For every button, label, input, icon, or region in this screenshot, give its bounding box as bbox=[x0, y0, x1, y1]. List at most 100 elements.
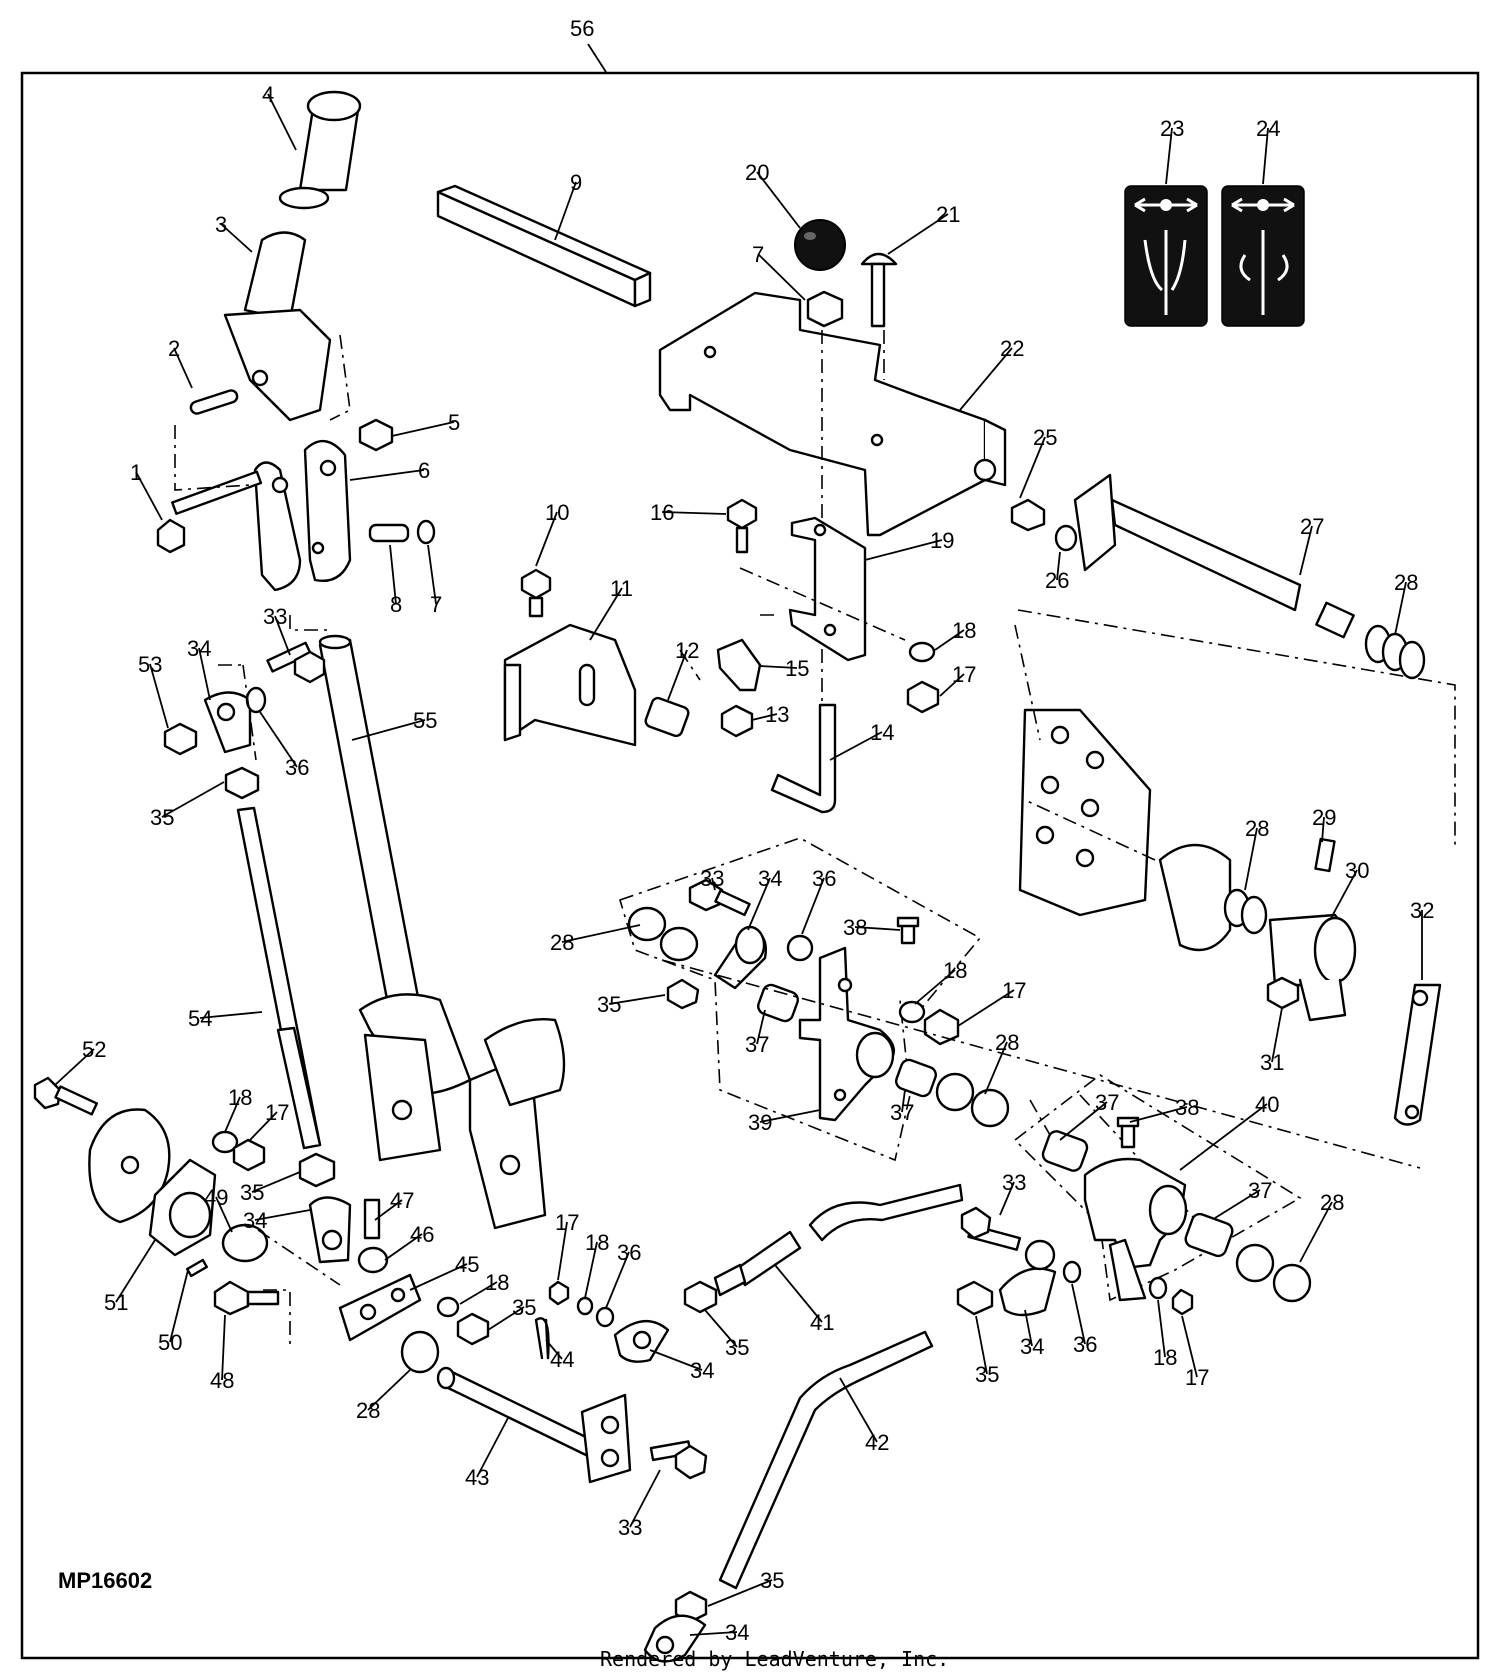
lock-washer bbox=[436, 1296, 460, 1318]
leader-line bbox=[939, 673, 965, 697]
leader-line bbox=[605, 1251, 630, 1309]
leader-line bbox=[756, 1009, 766, 1045]
callout-51: 51 bbox=[104, 1290, 128, 1315]
hex-nut bbox=[163, 722, 198, 756]
leader-line bbox=[854, 926, 901, 931]
callout-6: 6 bbox=[418, 458, 430, 483]
leader-line bbox=[1071, 1283, 1086, 1345]
leader-line bbox=[759, 665, 798, 669]
drawing-code: MP16602 bbox=[58, 1568, 152, 1593]
leader-line bbox=[367, 1369, 411, 1411]
lock-washer bbox=[1054, 524, 1078, 552]
bushing-part bbox=[1184, 1212, 1234, 1258]
leader-line bbox=[545, 1339, 563, 1360]
threaded-rod bbox=[236, 806, 322, 1150]
leader-line bbox=[1056, 551, 1061, 581]
flat-washer bbox=[357, 1246, 389, 1274]
lock-washer bbox=[1148, 1276, 1168, 1300]
knob-ball bbox=[794, 219, 846, 271]
hex-nut bbox=[906, 680, 940, 714]
leader-line bbox=[199, 1011, 263, 1019]
leader-line bbox=[584, 1241, 598, 1299]
washer-stack bbox=[1223, 888, 1268, 935]
rod-end bbox=[203, 691, 252, 754]
hex-nut bbox=[923, 1008, 960, 1046]
leader-line bbox=[608, 994, 666, 1005]
hex-bolt bbox=[649, 1440, 708, 1480]
leader-line bbox=[349, 469, 425, 481]
leader-line bbox=[1299, 525, 1313, 576]
lock-washer bbox=[908, 641, 936, 663]
hex-bolt bbox=[1010, 498, 1046, 532]
hex-bolt bbox=[33, 1076, 98, 1116]
grease-fitting bbox=[896, 916, 920, 945]
leader-line bbox=[1214, 1189, 1261, 1219]
leader-line bbox=[864, 539, 943, 561]
leader-line bbox=[374, 1199, 403, 1221]
callout-38: 38 bbox=[1175, 1095, 1199, 1120]
j-rod bbox=[770, 703, 837, 814]
carriage-bolt bbox=[860, 252, 898, 328]
callout-33: 33 bbox=[618, 1515, 642, 1540]
hex-nut bbox=[666, 978, 700, 1010]
leader-line bbox=[1179, 1103, 1268, 1171]
hex-bolt bbox=[213, 1280, 280, 1316]
leader-line bbox=[975, 1315, 988, 1375]
flat-washer bbox=[1062, 1260, 1082, 1284]
leader-line bbox=[459, 1281, 498, 1305]
connecting-rod bbox=[713, 1183, 964, 1297]
hex-bolt bbox=[266, 641, 326, 684]
callout-45: 45 bbox=[455, 1252, 479, 1277]
center-bracket bbox=[798, 946, 895, 1122]
bushing-part bbox=[644, 696, 690, 738]
leader-line bbox=[774, 1264, 823, 1323]
washer-stack bbox=[1235, 1243, 1312, 1303]
pivot-shaft bbox=[1073, 473, 1355, 639]
callout-31: 31 bbox=[1260, 1050, 1284, 1075]
rubber-bar bbox=[436, 184, 652, 308]
rod-end bbox=[713, 925, 767, 990]
washer-stack bbox=[935, 1072, 1010, 1128]
leader-line bbox=[221, 1314, 226, 1381]
hex-nut bbox=[224, 766, 260, 800]
hex-bolt bbox=[520, 568, 552, 618]
hex-nut bbox=[674, 1590, 708, 1624]
callout-56: 56 bbox=[570, 16, 594, 41]
callout-13: 13 bbox=[765, 702, 789, 727]
callout-7: 7 bbox=[430, 592, 442, 617]
hex-nut bbox=[720, 704, 754, 738]
leader-line bbox=[249, 1111, 278, 1141]
washer-part bbox=[416, 519, 436, 545]
cotter-pin bbox=[534, 1317, 550, 1360]
leader-line bbox=[267, 93, 297, 151]
leader-line bbox=[1321, 816, 1325, 843]
leader-line bbox=[629, 1469, 661, 1528]
callout-18: 18 bbox=[1153, 1345, 1177, 1370]
brake-pedal bbox=[1018, 708, 1152, 917]
leader-line bbox=[220, 223, 253, 253]
group-outline-39 bbox=[619, 837, 982, 1162]
group-outline-40 bbox=[1013, 1074, 1302, 1302]
pivot-bracket bbox=[253, 440, 352, 592]
flat-washer bbox=[245, 686, 267, 714]
leader-line bbox=[914, 969, 956, 1005]
hex-bolt bbox=[960, 1206, 1022, 1251]
leader-line bbox=[115, 1239, 156, 1303]
callout-50: 50 bbox=[158, 1330, 182, 1355]
leader-line bbox=[711, 877, 716, 891]
leader-line bbox=[934, 629, 965, 651]
leader-line bbox=[1329, 869, 1358, 921]
leader-line bbox=[1299, 1201, 1333, 1263]
leader-line bbox=[274, 615, 291, 656]
leader-line bbox=[801, 877, 825, 935]
leader-line bbox=[391, 421, 455, 437]
leader-line bbox=[829, 731, 883, 761]
callout-15: 15 bbox=[785, 656, 809, 681]
leader-line bbox=[561, 924, 641, 943]
callout-8: 8 bbox=[390, 592, 402, 617]
lever-link bbox=[1393, 983, 1442, 1126]
leader-line bbox=[984, 1041, 1008, 1095]
long-rod bbox=[718, 1330, 934, 1590]
